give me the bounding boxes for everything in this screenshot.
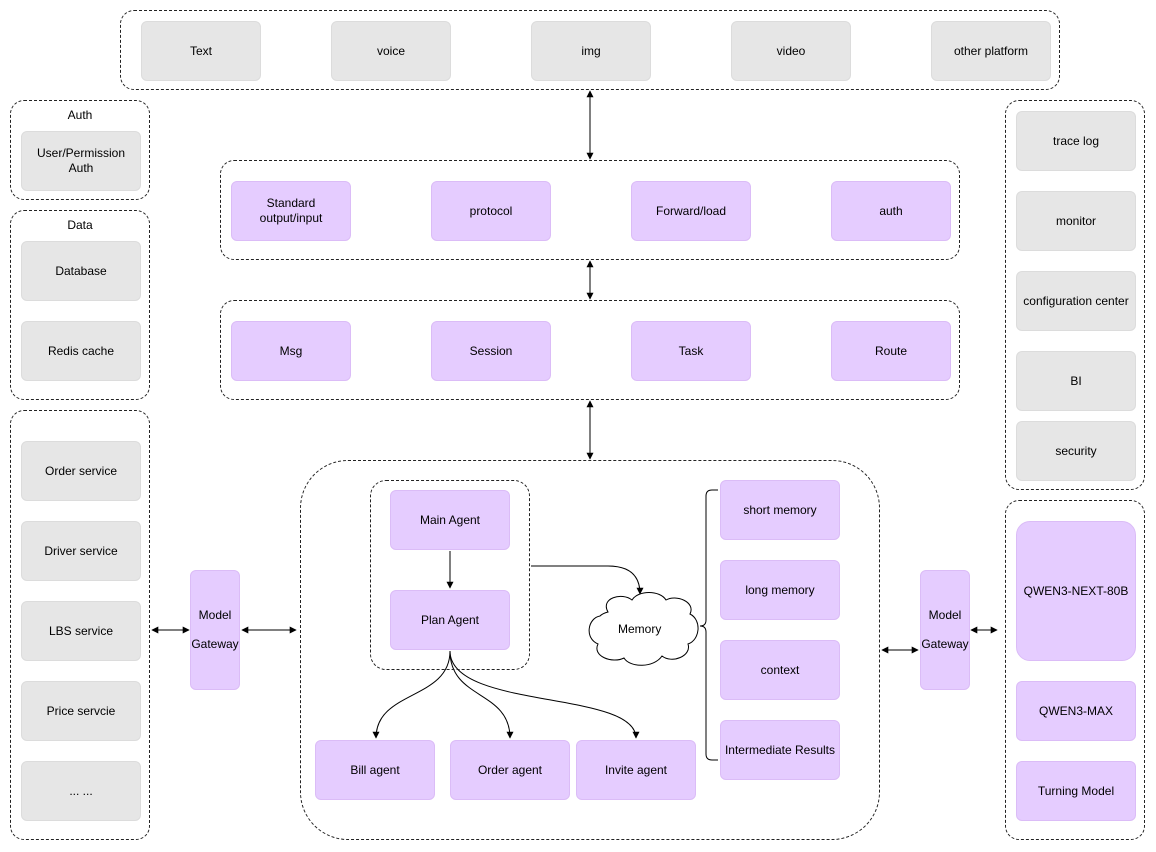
data-group: Data Database Redis cache: [10, 210, 150, 400]
access-protocol: protocol: [431, 181, 551, 241]
input-video: video: [731, 21, 851, 81]
memory-short: short memory: [720, 480, 840, 540]
services-group: Order service Driver service LBS service…: [10, 410, 150, 840]
access-standard-io: Standard output/input: [231, 181, 351, 241]
service-more: ... ...: [21, 761, 141, 821]
access-layer-group: Standard output/input protocol Forward/l…: [220, 160, 960, 260]
data-redis-cache: Redis cache: [21, 321, 141, 381]
service-order: Order service: [21, 441, 141, 501]
input-text: Text: [141, 21, 261, 81]
input-voice: voice: [331, 21, 451, 81]
agent-core-group: [370, 480, 530, 670]
auth-group-title: Auth: [67, 108, 93, 122]
input-channels-group: Text voice img video other platform: [120, 10, 1060, 90]
data-group-title: Data: [67, 218, 93, 232]
memory-context: context: [720, 640, 840, 700]
main-agent: Main Agent: [390, 490, 510, 550]
model-gateway-right-line2: Gateway: [921, 637, 969, 651]
core-msg: Msg: [231, 321, 351, 381]
memory-cloud-shape: [588, 592, 699, 666]
ops-group: trace log monitor configuration center B…: [1005, 100, 1145, 490]
arrow-plan-invite: [449, 650, 640, 739]
arrow-plan-order: [449, 650, 514, 739]
memory-long: long memory: [720, 560, 840, 620]
memory-brace: [699, 489, 718, 761]
access-auth: auth: [831, 181, 951, 241]
core-route: Route: [831, 321, 951, 381]
model-gateway-right: Model Gateway: [920, 570, 970, 690]
auth-user-permission: User/Permission Auth: [21, 131, 141, 191]
model-turning: Turning Model: [1016, 761, 1136, 821]
ops-bi: BI: [1016, 351, 1136, 411]
invite-agent: Invite agent: [576, 740, 696, 800]
model-gateway-right-line1: Model: [928, 608, 962, 622]
ops-monitor: monitor: [1016, 191, 1136, 251]
arrow-plan-bill: [372, 650, 451, 739]
arrow-agents-memory: [531, 565, 644, 595]
model-gateway-left: Model Gateway: [190, 570, 240, 690]
agent-container: [300, 460, 880, 840]
model-gateway-left-line1: Model: [198, 608, 232, 622]
service-lbs: LBS service: [21, 601, 141, 661]
model-qwen3-max: QWEN3-MAX: [1016, 681, 1136, 741]
models-group: QWEN3-NEXT-80B QWEN3-MAX Turning Model: [1005, 500, 1145, 840]
input-img: img: [531, 21, 651, 81]
ops-security: security: [1016, 421, 1136, 481]
plan-agent: Plan Agent: [390, 590, 510, 650]
model-gateway-left-line2: Gateway: [191, 637, 239, 651]
auth-group: Auth User/Permission Auth: [10, 100, 150, 200]
access-forward-load: Forward/load: [631, 181, 751, 241]
input-other-platform: other platform: [931, 21, 1051, 81]
ops-trace-log: trace log: [1016, 111, 1136, 171]
core-session: Session: [431, 321, 551, 381]
data-database: Database: [21, 241, 141, 301]
core-task: Task: [631, 321, 751, 381]
service-price: Price servcie: [21, 681, 141, 741]
ops-configuration-center: configuration center: [1016, 271, 1136, 331]
memory-label: Memory: [618, 622, 662, 636]
memory-intermediate-results: Intermediate Results: [720, 720, 840, 780]
service-driver: Driver service: [21, 521, 141, 581]
bill-agent: Bill agent: [315, 740, 435, 800]
core-layer-group: Msg Session Task Route: [220, 300, 960, 400]
order-agent: Order agent: [450, 740, 570, 800]
model-qwen3-next-80b: QWEN3-NEXT-80B: [1016, 521, 1136, 661]
